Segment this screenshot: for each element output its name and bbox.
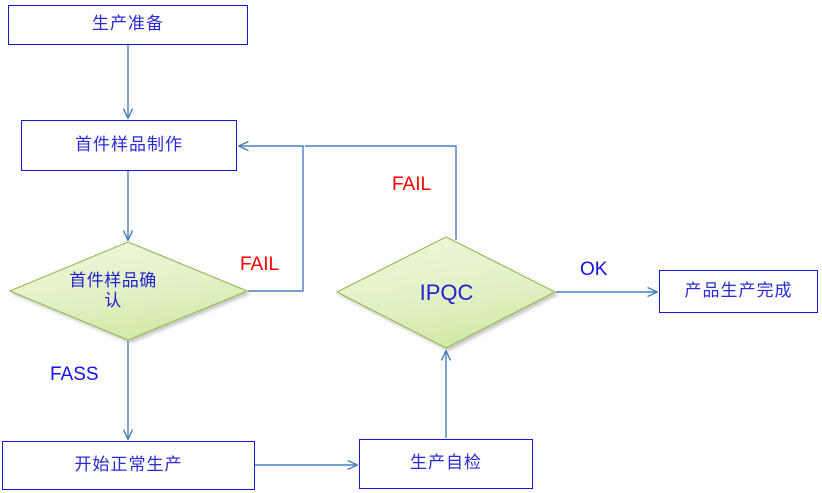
node-self-check-label: 生产自检 — [410, 453, 482, 474]
node-first-confirm-label-line2: 认 — [104, 290, 122, 311]
edge-label-confirm-pass: FASS — [50, 364, 99, 385]
node-first-confirm[interactable]: 首件样品确 认 — [10, 242, 248, 341]
node-first-confirm-label: 首件样品确 认 — [10, 242, 248, 341]
node-ipqc-label: IPQC — [337, 237, 556, 349]
node-prep-label: 生产准备 — [92, 14, 164, 35]
node-ipqc[interactable]: IPQC — [337, 237, 556, 349]
node-first-sample[interactable]: 首件样品制作 — [21, 120, 237, 171]
node-prep[interactable]: 生产准备 — [8, 5, 248, 45]
node-first-sample-label: 首件样品制作 — [75, 134, 183, 155]
edge-label-ipqc-ok: OK — [580, 259, 608, 280]
edge-label-confirm-fail: FAIL — [240, 254, 280, 275]
node-self-check[interactable]: 生产自检 — [359, 439, 533, 489]
edge-ipqc-fail-to-first-sample — [305, 145, 457, 240]
node-first-confirm-label-line1: 首件样品确 — [69, 270, 157, 291]
node-normal-prod[interactable]: 开始正常生产 — [2, 441, 255, 490]
node-done-label: 产品生产完成 — [684, 280, 793, 301]
node-done[interactable]: 产品生产完成 — [659, 270, 818, 313]
edge-label-ipqc-fail: FAIL — [392, 174, 432, 195]
node-ipqc-label-text: IPQC — [419, 280, 474, 306]
node-normal-prod-label: 开始正常生产 — [74, 454, 183, 475]
